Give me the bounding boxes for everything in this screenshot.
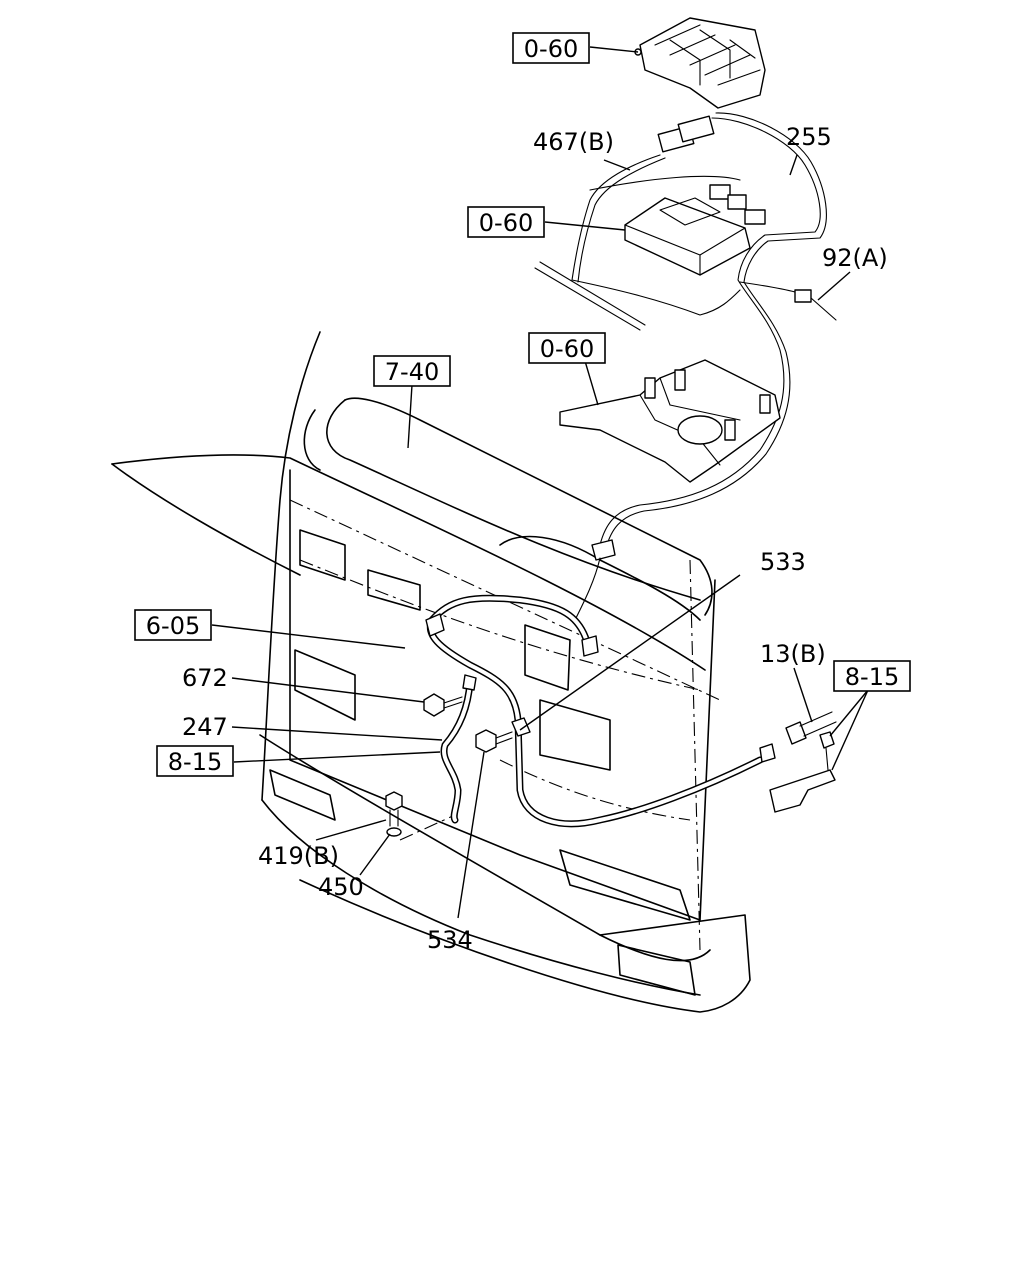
callout-060-top-text: 0-60 [524, 35, 578, 63]
callout-815-left-text: 8-15 [168, 748, 222, 776]
callout-815-right-text: 8-15 [845, 663, 899, 691]
nozzle-bracket [769, 731, 836, 813]
washer-hose [425, 594, 776, 828]
callout-605: 6-05 [134, 609, 212, 641]
callout-060-bracket-text: 0-60 [540, 335, 594, 363]
leader-lines [211, 46, 869, 919]
callout-060-ecu: 0-60 [467, 206, 545, 238]
sensor-13b [785, 711, 837, 745]
callout-060-top: 0-60 [512, 32, 590, 64]
label-13b: 13(B) [760, 640, 826, 668]
label-419b: 419(B) [258, 842, 339, 870]
callout-815-right: 8-15 [833, 660, 911, 692]
callout-740: 7-40 [373, 355, 451, 387]
label-255: 255 [786, 123, 832, 151]
label-672: 672 [182, 664, 228, 692]
label-247: 247 [182, 713, 228, 741]
callout-740-text: 7-40 [385, 358, 439, 386]
callout-060-ecu-text: 0-60 [479, 209, 533, 237]
bolt-672 [423, 693, 463, 717]
label-467b: 467(B) [533, 128, 614, 156]
bolt-419b [385, 791, 403, 827]
callout-815-left: 8-15 [156, 745, 234, 777]
hose-247 [440, 674, 477, 824]
ecu-module [624, 197, 751, 276]
washer-450 [386, 827, 402, 837]
label-534: 534 [427, 926, 473, 954]
label-533: 533 [760, 548, 806, 576]
clip-533 [511, 717, 531, 737]
callout-605-text: 6-05 [146, 612, 200, 640]
label-92a: 92(A) [822, 244, 888, 272]
fuse-box-bracket [634, 17, 766, 109]
wiring-harness-255 [574, 112, 827, 621]
bolt-534 [475, 729, 513, 753]
ecu-mount-bracket [559, 359, 781, 483]
sensor-92a [739, 281, 837, 321]
cab-front-panel [111, 331, 751, 1013]
label-450: 450 [318, 873, 364, 901]
wiring-harness-467b [534, 115, 766, 331]
callout-060-bracket: 0-60 [528, 332, 606, 364]
